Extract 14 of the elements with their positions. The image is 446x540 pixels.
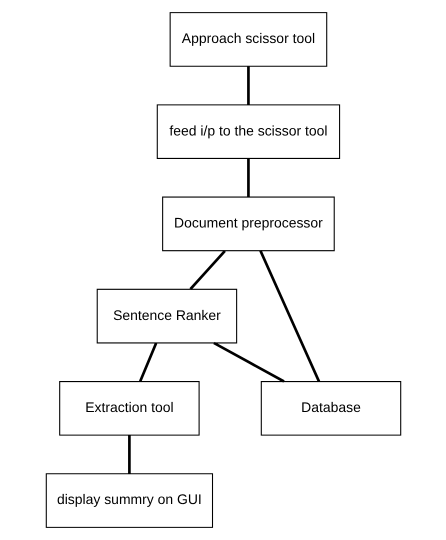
connector bbox=[128, 435, 130, 474]
connector bbox=[246, 158, 250, 197]
node-box: Database bbox=[260, 380, 401, 436]
connector bbox=[212, 342, 284, 383]
node-box: Sentence Ranker bbox=[96, 288, 237, 344]
node-box: feed i/p to the scissor tool bbox=[156, 104, 340, 159]
connector bbox=[138, 342, 157, 382]
connector bbox=[258, 250, 320, 382]
node-box: Extraction tool bbox=[58, 380, 200, 436]
node-box: display summry on GUI bbox=[45, 473, 213, 528]
node-box: Approach scissor tool bbox=[169, 12, 327, 67]
node-box: Document preprocessor bbox=[162, 196, 334, 252]
connector bbox=[246, 66, 250, 105]
connector bbox=[188, 250, 226, 290]
